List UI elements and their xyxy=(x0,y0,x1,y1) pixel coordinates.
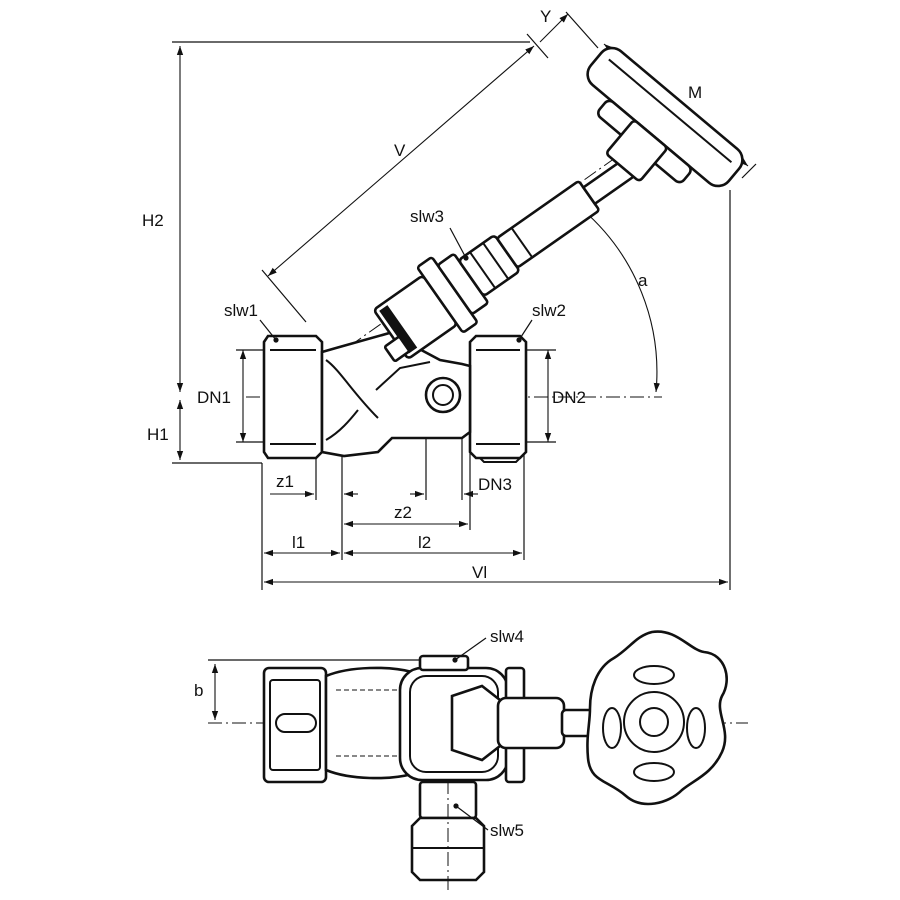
label-a: a xyxy=(638,271,648,290)
plan-hex-gland xyxy=(450,684,502,762)
body-seat-line xyxy=(325,359,379,419)
handwheel-front xyxy=(586,630,728,806)
label-dn3: DN3 xyxy=(478,475,512,494)
slw4-leader xyxy=(454,637,487,661)
handwheel-side xyxy=(586,46,744,188)
spindle-sleeve xyxy=(496,180,600,268)
drain-port-outer xyxy=(424,376,462,414)
slw3-leader xyxy=(449,227,467,259)
label-dn2: DN2 xyxy=(552,388,586,407)
label-slw4: slw4 xyxy=(490,627,524,646)
slw1-leader xyxy=(259,319,277,341)
plan-view xyxy=(208,630,748,890)
label-vl: Vl xyxy=(472,563,487,582)
plan-top-nut xyxy=(418,654,470,672)
label-slw3: slw3 xyxy=(410,207,444,226)
handwheel-rim-line xyxy=(608,58,733,164)
right-port-foot xyxy=(479,457,521,463)
left-port xyxy=(262,334,324,460)
v-dimension xyxy=(267,45,535,277)
v-extension-lower xyxy=(261,269,307,323)
label-l2: l2 xyxy=(418,533,431,552)
label-slw2: slw2 xyxy=(532,301,566,320)
label-l1: l1 xyxy=(292,533,305,552)
label-y: Y xyxy=(540,7,551,26)
label-v: V xyxy=(394,141,406,160)
label-slw5: slw5 xyxy=(490,821,524,840)
plan-left-slot xyxy=(275,713,317,733)
handwheel-window-right xyxy=(686,707,706,749)
y-extension xyxy=(565,11,599,49)
label-m: M xyxy=(688,83,702,102)
drain-port-inner xyxy=(432,384,454,406)
body-seat-lower xyxy=(325,409,359,441)
handwheel-window-top xyxy=(633,665,675,685)
m-extension xyxy=(741,163,757,179)
plan-left-port-inner xyxy=(269,679,321,771)
cap-nut xyxy=(383,335,411,363)
label-slw1: slw1 xyxy=(224,301,258,320)
angle-a-arc xyxy=(582,209,660,393)
label-b: b xyxy=(194,681,203,700)
handwheel-window-left xyxy=(602,707,622,749)
handwheel-hub xyxy=(606,120,668,182)
bonnet-seal-band xyxy=(379,305,418,354)
handwheel-window-bottom xyxy=(633,762,675,782)
label-h2: H2 xyxy=(142,211,164,230)
handwheel-inner-ring xyxy=(623,691,685,753)
gland-nut-edge-1 xyxy=(469,251,497,289)
body-inner-contour xyxy=(375,361,431,391)
v-extension-upper xyxy=(526,33,549,59)
plan-sleeve xyxy=(496,696,566,750)
label-h1: H1 xyxy=(147,425,169,444)
gland-nut-edge-2 xyxy=(482,242,510,280)
sleeve-step xyxy=(510,227,534,258)
handwheel-hub-front xyxy=(639,707,669,737)
slw2-leader xyxy=(518,319,533,341)
right-port xyxy=(468,334,528,460)
label-dn1: DN1 xyxy=(197,388,231,407)
plan-body-hidden xyxy=(336,689,400,757)
slw5-leader xyxy=(455,805,489,831)
label-z2: z2 xyxy=(394,503,412,522)
label-z1: z1 xyxy=(276,472,294,491)
y-dimension xyxy=(539,13,569,43)
side-view xyxy=(172,11,757,590)
